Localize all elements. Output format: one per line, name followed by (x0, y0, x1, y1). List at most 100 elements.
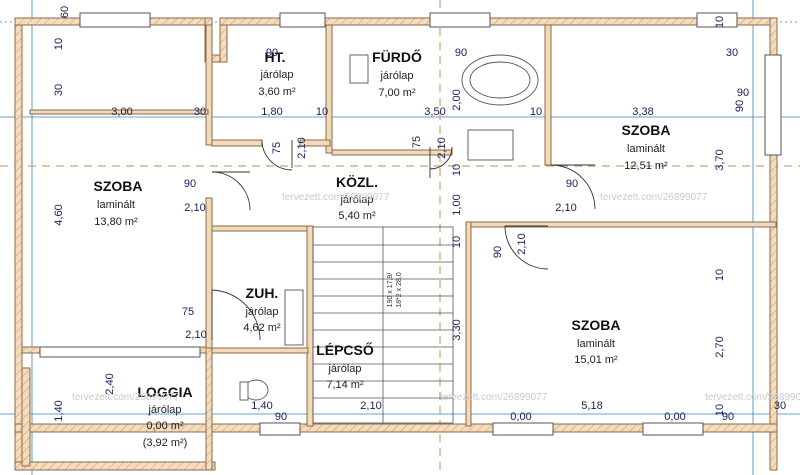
dim-text: 1,40 (53, 400, 65, 421)
room-szoba-left: SZOBA laminált 13,80 m² (94, 178, 143, 228)
door-dimensions: 75 2,10 75 2,10 90 2,10 (271, 136, 528, 258)
room-floor: járólap (379, 70, 413, 82)
room-kozl: KÖZL. járólap 5,40 m² (336, 174, 378, 222)
room-floor: járólap (327, 363, 361, 375)
room-loggia: LOGGIA járólap 0,00 m² (3,92 m²) (137, 384, 192, 449)
room-floor: járólap (259, 69, 293, 81)
dim-text: 90 (737, 87, 749, 99)
room-area: 5,40 m² (338, 210, 376, 222)
dim-text: 0,00 (510, 411, 531, 423)
room-floor: laminált (627, 143, 665, 155)
stairs (312, 226, 454, 424)
dim-text: 0,00 (664, 411, 685, 423)
exterior-walls (14, 17, 778, 471)
watermark: tervezett.com/26899077 (600, 192, 708, 203)
dim-text: 10 (530, 106, 542, 118)
room-name: SZOBA (94, 178, 143, 194)
dim-text: 4,60 (53, 204, 65, 225)
room-ht: HT. járólap 3,60 m² (258, 49, 296, 98)
room-name: FÜRDŐ (372, 48, 422, 65)
watermark: tervezett.com/26899077 (440, 392, 548, 403)
room-zuh: ZUH. járólap 4,62 m² (243, 285, 281, 334)
room-name: ZUH. (246, 285, 279, 301)
dim-text: 30 (53, 84, 65, 96)
dim-text: 10 (451, 236, 463, 248)
room-lepcso: LÉPCSŐ járólap 7,14 m² (316, 341, 374, 391)
room-area: 12,51 m² (624, 160, 668, 172)
dim-text: 10 (53, 38, 65, 50)
doors (211, 139, 596, 341)
room-area: 7,00 m² (378, 87, 416, 99)
dim-text: 75 (411, 136, 423, 148)
dim-text: 1,00 (451, 194, 463, 215)
room-name: HT. (265, 49, 286, 65)
room-floor: járólap (339, 194, 373, 206)
dim-text: 2,70 (714, 336, 726, 357)
dim-text: 2,10 (184, 202, 205, 214)
watermark: tervezett.com/26899077 (705, 392, 800, 403)
watermarks: tervezett.com/26899077 tervezett.com/268… (72, 192, 800, 403)
watermark: tervezett.com/26899077 (282, 192, 390, 203)
room-floor: járólap (147, 404, 181, 416)
room-area: 0,00 m² (146, 420, 184, 432)
dim-text: 3,70 (714, 149, 726, 170)
room-floor: laminált (97, 199, 135, 211)
room-name: SZOBA (622, 122, 671, 138)
dim-text: 90 (266, 47, 278, 59)
stair-label: 190 x 17,9/ 18*2 x 28,0 (387, 272, 403, 308)
room-floor: laminált (577, 338, 615, 350)
room-szoba-bottom: SZOBA laminált 15,01 m² (572, 317, 621, 366)
dim-text: 5,18 (581, 400, 602, 412)
dim-text: 1,40 (251, 400, 272, 412)
dim-text: 10 (714, 16, 726, 28)
room-area: 15,01 m² (574, 354, 618, 366)
room-name: KÖZL. (336, 174, 378, 190)
dim-text: 10 (316, 106, 328, 118)
dim-text: 10 (714, 404, 726, 416)
dim-text: 30 (726, 47, 738, 59)
dim-text: 3,50 (424, 106, 445, 118)
dim-text: 3,38 (632, 106, 653, 118)
dim-text: 2,10 (360, 400, 381, 412)
dim-text: 75 (182, 306, 194, 318)
dim-text: 2,10 (296, 137, 308, 158)
dim-text: 75 (271, 142, 283, 154)
room-area: 13,80 m² (94, 216, 138, 228)
dim-text: 90 (492, 246, 504, 258)
dim-text: 90 (455, 47, 467, 59)
dim-text: 2,10 (516, 233, 528, 254)
dim-text: 30 (774, 400, 786, 412)
room-area: 3,60 m² (258, 86, 296, 98)
interior-walls (29, 24, 777, 427)
horizontal-dimensions: 3,00 30 1,80 10 3,50 10 3,38 90 90 90 30… (111, 47, 786, 423)
fixtures (239, 54, 539, 401)
dim-text: 2,10 (555, 202, 576, 214)
dim-text: 90 (734, 100, 746, 112)
dim-text: 1,80 (261, 106, 282, 118)
stair-spec-1: 190 x 17,9/ (387, 273, 394, 308)
room-area: 4,62 m² (243, 322, 281, 334)
dim-text: 60 (59, 6, 71, 18)
room-name: LOGGIA (137, 384, 192, 400)
dim-text: 90 (275, 411, 287, 423)
dim-text: 2,40 (104, 373, 116, 394)
watermark: tervezett.com/26899077 (72, 392, 180, 403)
dim-text: 3,30 (451, 319, 463, 340)
dim-text: 3,00 (111, 106, 132, 118)
room-area: 7,14 m² (326, 379, 364, 391)
room-furdo: FÜRDŐ járólap 7,00 m² (372, 48, 422, 99)
dim-text: 90 (722, 411, 734, 423)
stair-spec-2: 18*2 x 28,0 (396, 272, 403, 308)
room-floor: járólap (244, 306, 278, 318)
dim-text: 10 (451, 164, 463, 176)
windows (39, 12, 782, 436)
dim-text: 90 (184, 178, 196, 190)
dim-text: 2,00 (451, 89, 463, 110)
dim-text: 2,10 (436, 137, 448, 158)
room-szoba-right: SZOBA laminált 12,51 m² (622, 122, 671, 172)
dim-text: 90 (566, 178, 578, 190)
dim-text: 10 (714, 269, 726, 281)
room-area-gross: (3,92 m²) (143, 437, 188, 449)
